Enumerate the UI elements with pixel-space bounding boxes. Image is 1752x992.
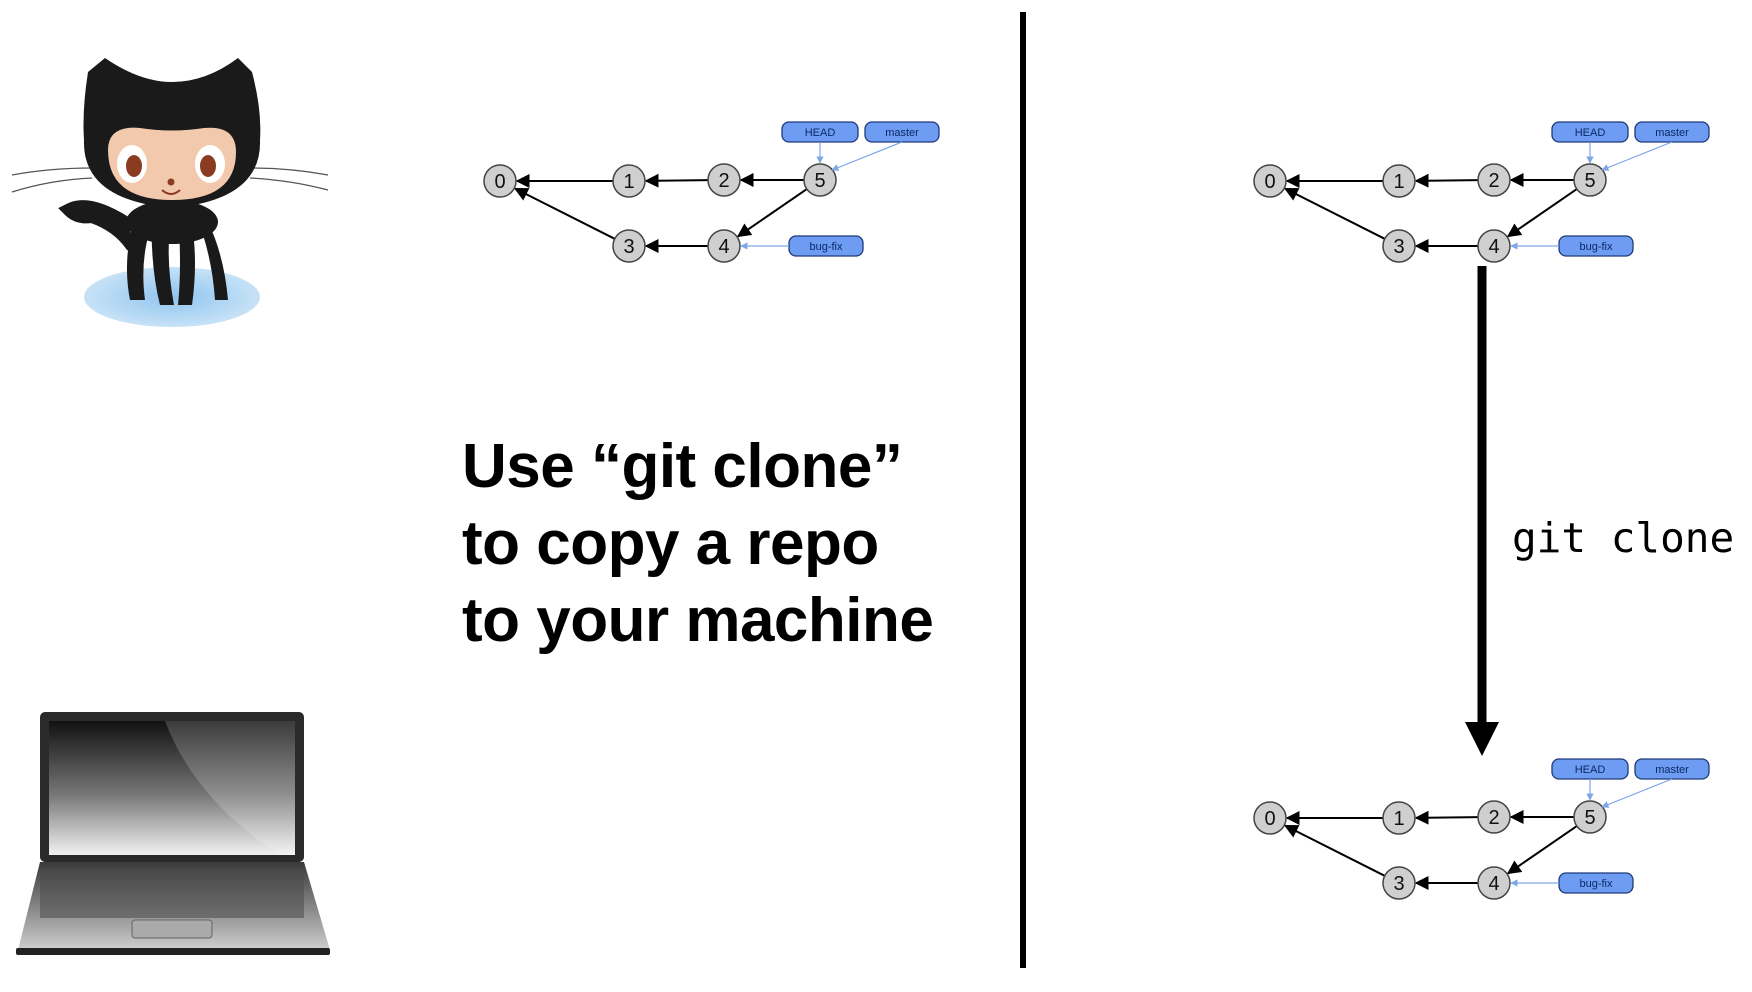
commit-node — [707, 229, 741, 263]
commit-label: 0 — [494, 171, 505, 193]
commit-node — [803, 163, 837, 197]
commit-node — [1573, 163, 1607, 197]
ref-bugfix-label: bug-fix — [809, 241, 843, 253]
headline-line-1: Use “git clone” — [462, 432, 903, 501]
commit-label: 0 — [1264, 171, 1275, 193]
commit-node — [1477, 229, 1511, 263]
commit-node — [1477, 866, 1511, 900]
commit-label: 5 — [1584, 170, 1595, 192]
master-pointer — [831, 141, 903, 171]
commit-node — [1573, 800, 1607, 834]
commit-node — [1382, 164, 1416, 198]
commit-edge — [1506, 188, 1578, 238]
graph-local: 0 1 2 3 4 5 HEAD master bug-fix — [1253, 758, 1710, 900]
graph-remote-clone: 0 1 2 3 4 5 HEAD master bug-fix — [1253, 121, 1710, 263]
commit-node — [1253, 801, 1287, 835]
commit-node — [1382, 866, 1416, 900]
commit-edge — [513, 187, 616, 240]
ref-bugfix-label: bug-fix — [1579, 878, 1613, 890]
commit-node — [1382, 801, 1416, 835]
commit-label: 4 — [1488, 236, 1499, 258]
master-pointer — [1601, 141, 1673, 171]
laptop-icon — [16, 712, 330, 955]
ref-head-label: HEAD — [1575, 764, 1606, 776]
ref-head-label: HEAD — [805, 127, 836, 139]
commit-label: 1 — [1393, 808, 1404, 830]
commit-label: 3 — [1393, 236, 1404, 258]
commit-node — [483, 164, 517, 198]
commit-label: 2 — [718, 170, 729, 192]
commit-label: 1 — [1393, 171, 1404, 193]
commit-edge — [1414, 173, 1479, 188]
commit-label: 5 — [1584, 807, 1595, 829]
ref-head-label: HEAD — [1575, 127, 1606, 139]
commit-node — [1477, 800, 1511, 834]
headline: Use “git clone” to copy a repo to your m… — [462, 428, 1022, 659]
commit-edge — [644, 173, 709, 188]
ref-master-label: master — [1655, 764, 1689, 776]
commit-node — [1253, 164, 1287, 198]
ref-master-label: master — [885, 127, 919, 139]
commit-label: 3 — [623, 236, 634, 258]
github-octocat-icon — [11, 58, 329, 327]
commit-node — [1382, 229, 1416, 263]
ref-master-label: master — [1655, 127, 1689, 139]
graph-remote: 0 1 2 3 4 5 HEAD master bug-fix — [483, 121, 940, 263]
commit-node — [707, 163, 741, 197]
commit-label: 0 — [1264, 808, 1275, 830]
commit-edge — [1506, 825, 1578, 875]
commit-label: 5 — [814, 170, 825, 192]
git-clone-command: git clone — [1512, 514, 1735, 562]
commit-label: 2 — [1488, 807, 1499, 829]
headline-line-3: to your machine — [462, 586, 934, 655]
commit-node — [1477, 163, 1511, 197]
ref-bugfix-label: bug-fix — [1579, 241, 1613, 253]
commit-edge — [1414, 810, 1479, 825]
commit-edge — [1283, 187, 1386, 240]
commit-node — [612, 229, 646, 263]
commit-label: 4 — [718, 236, 729, 258]
headline-line-2: to copy a repo — [462, 509, 879, 578]
clone-arrow — [1465, 266, 1499, 756]
commit-label: 3 — [1393, 873, 1404, 895]
commit-node — [612, 164, 646, 198]
master-pointer — [1601, 778, 1673, 808]
commit-label: 2 — [1488, 170, 1499, 192]
commit-label: 1 — [623, 171, 634, 193]
commit-edge — [736, 188, 808, 238]
commit-edge — [1283, 824, 1386, 877]
commit-label: 4 — [1488, 873, 1499, 895]
